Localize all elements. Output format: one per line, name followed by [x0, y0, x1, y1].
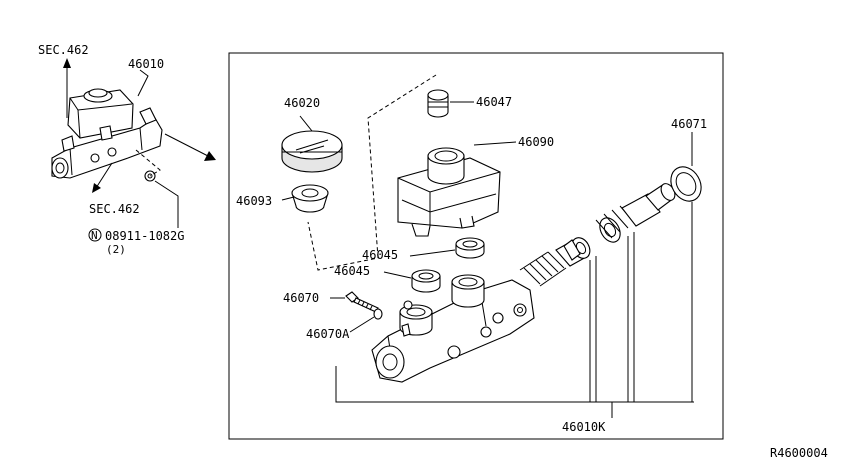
leader-46093: [281, 196, 295, 201]
label-08911-1082g: 08911-1082G: [105, 229, 184, 243]
overview-assembly: [51, 88, 163, 182]
bolt-quantity: (2): [106, 243, 126, 256]
leader-46070a: [349, 316, 375, 333]
stopper-bolt-part: [345, 291, 379, 313]
reservoir-part: [397, 147, 501, 237]
leader-46045-lower: [383, 271, 412, 279]
label-46090: 46090: [518, 135, 554, 149]
label-46070a: 46070A: [306, 327, 350, 341]
diagram-code: R4600004: [770, 446, 828, 460]
bolt-marker-letter: N: [91, 229, 98, 242]
overview-leaders: [63, 58, 216, 228]
cylinder-body-part: [371, 274, 535, 383]
label-46070: 46070: [283, 291, 319, 305]
reservoir-cap-part: [281, 130, 343, 173]
label-46020: 46020: [284, 96, 320, 110]
stopper-washer-part: [373, 308, 383, 320]
leader-46090: [473, 141, 517, 146]
section-ref-bottom: SEC.462: [89, 202, 140, 216]
label-46071: 46071: [671, 117, 707, 131]
bolt-marker-icon: N: [88, 228, 102, 242]
section-ref-top: SEC.462: [38, 43, 89, 57]
label-46045-upper: 46045: [362, 248, 398, 262]
piston-seal-part: [599, 217, 621, 243]
label-46047: 46047: [476, 95, 512, 109]
leader-46020: [299, 115, 313, 132]
detail-frame: [228, 52, 724, 440]
grommet-upper-part: [455, 237, 485, 259]
label-46093: 46093: [236, 194, 272, 208]
plug-part: [427, 89, 449, 118]
label-46010: 46010: [128, 57, 164, 71]
leader-46010k-bracket: [335, 202, 694, 418]
primary-piston-part: [555, 237, 591, 267]
grommet-lower-part: [411, 269, 441, 293]
label-46010k: 46010K: [562, 420, 606, 434]
assembly-guide-dashed: [307, 74, 437, 271]
label-46045-lower: 46045: [334, 264, 370, 278]
piston-spring-part: [519, 251, 567, 287]
leader-46045-upper: [409, 249, 456, 257]
boot-part: [670, 166, 702, 202]
secondary-piston-part: [595, 183, 676, 239]
cap-seal-part: [291, 184, 329, 213]
